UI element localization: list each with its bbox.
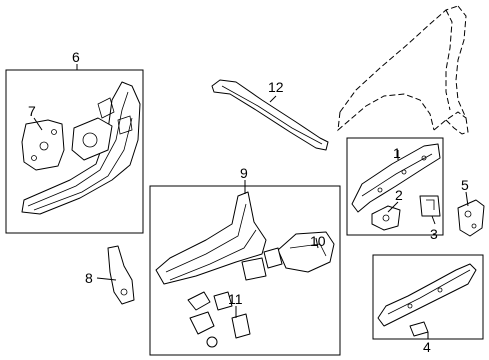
- callout-3: 3: [430, 226, 438, 242]
- group-box-1: [346, 137, 444, 236]
- fender-outline: [337, 5, 469, 135]
- part-bracket-5: [457, 199, 485, 237]
- callout-8: 8: [85, 270, 93, 286]
- part-rail-1: [351, 143, 441, 213]
- callout-11: 11: [228, 291, 243, 307]
- group-box-6: [5, 69, 144, 234]
- part-bracket-2: [371, 205, 401, 231]
- callout-12: 12: [268, 79, 284, 95]
- part-bracket-8: [107, 245, 135, 305]
- part-apron-assembly: [21, 81, 141, 215]
- callout-1: 1: [393, 145, 401, 161]
- part-bracket-7: [21, 119, 65, 171]
- part-crossmember-12: [211, 79, 329, 151]
- callout-6: 6: [72, 49, 80, 65]
- callout-4: 4: [423, 339, 431, 355]
- part-bracket-10: [241, 231, 335, 281]
- callout-9: 9: [240, 165, 248, 181]
- callout-5: 5: [461, 177, 469, 193]
- callout-10: 10: [310, 233, 326, 249]
- callout-7: 7: [28, 103, 36, 119]
- part-clips-11: [187, 291, 251, 348]
- part-lower-rail-4: [377, 263, 477, 337]
- leader-lines: [33, 64, 469, 339]
- callout-2: 2: [395, 187, 403, 203]
- part-side-member-9: [155, 191, 267, 285]
- part-plate-3: [419, 195, 441, 217]
